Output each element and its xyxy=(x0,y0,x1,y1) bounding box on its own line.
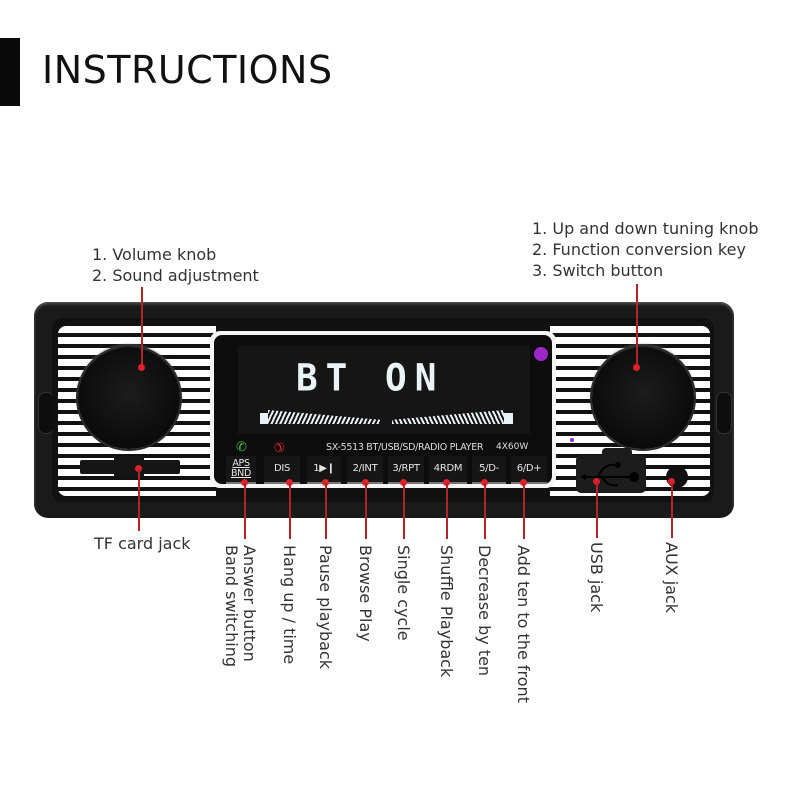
marker-rpt xyxy=(400,479,407,486)
title-accent-bar xyxy=(0,38,20,106)
annotation-d-minus: Decrease by ten xyxy=(475,545,494,677)
d-plus-button[interactable]: 6/D+ xyxy=(511,456,547,484)
right-knob-callout: 1. Up and down tuning knob 2. Function c… xyxy=(532,218,758,281)
annotation-rdm: Shuffle Playback xyxy=(437,545,456,678)
callout-line-function: 2. Function conversion key xyxy=(532,240,746,259)
leader-aux xyxy=(671,482,673,538)
leader-dis xyxy=(289,483,291,539)
marker-aps-bnd xyxy=(241,479,248,486)
marker-tuning-knob xyxy=(633,364,640,371)
marker-aux xyxy=(668,478,675,485)
aps-label: APS xyxy=(232,458,250,469)
d-minus-button[interactable]: 5/D- xyxy=(472,456,506,484)
volume-knob[interactable] xyxy=(78,347,180,449)
tf-card-slot-notch xyxy=(114,456,144,478)
model-label: SX-5513 BT/USB/SD/RADIO PLAYER xyxy=(326,442,484,453)
marker-dis xyxy=(286,479,293,486)
ir-sensor-led xyxy=(534,347,548,361)
leader-volume-knob xyxy=(141,287,143,367)
marker-int xyxy=(362,479,369,486)
leader-tuning-knob xyxy=(636,284,638,367)
marker-usb xyxy=(593,478,600,485)
annotation-pause: Pause playback xyxy=(316,545,335,670)
leader-int xyxy=(365,483,367,539)
leader-d-minus xyxy=(484,483,486,539)
page-title: INSTRUCTIONS xyxy=(42,48,333,92)
answer-phone-icon: ✆ xyxy=(236,440,247,455)
marker-pause xyxy=(322,479,329,486)
eq-bar-cap-left xyxy=(260,413,269,424)
annotation-int: Browse Play xyxy=(356,545,375,642)
marker-volume-knob xyxy=(138,364,145,371)
leader-usb xyxy=(596,482,598,538)
usb-jack-label: USB jack xyxy=(587,542,606,613)
aux-jack-label: AUX jack xyxy=(662,542,681,614)
annotation-d-plus: Add ten to the front xyxy=(514,545,533,703)
callout-line-tuning: 1. Up and down tuning knob xyxy=(532,219,759,238)
callout-line-sound: 2. Sound adjustment xyxy=(92,266,259,285)
callout-line-switch: 3. Switch button xyxy=(532,261,664,280)
annotation-rpt: Single cycle xyxy=(394,545,413,641)
marker-d-minus xyxy=(481,479,488,486)
left-knob-callout: 1. Volume knob 2. Sound adjustment xyxy=(92,244,259,286)
leader-rpt xyxy=(403,483,405,539)
mic-indicator xyxy=(570,438,574,442)
bnd-label: BND xyxy=(230,468,252,479)
callout-line-volume: 1. Volume knob xyxy=(92,245,217,264)
annotation-answer-button: Answer button xyxy=(240,545,259,662)
leader-tf xyxy=(138,469,140,531)
annotation-band-switching: Band switching xyxy=(222,545,241,667)
usb-port[interactable] xyxy=(576,455,646,493)
tuning-knob[interactable] xyxy=(592,347,694,449)
leader-pause xyxy=(325,483,327,539)
eq-bar-cap-right xyxy=(504,413,513,424)
dis-button[interactable]: DIS xyxy=(264,456,300,484)
marker-d-plus xyxy=(520,479,527,486)
annotation-aps-bnd: Answer button Band switching xyxy=(218,545,259,667)
right-release-tab xyxy=(716,392,732,434)
power-label: 4X60W xyxy=(496,442,529,452)
usb-icon xyxy=(580,462,639,487)
marker-tf xyxy=(135,465,142,472)
leader-d-plus xyxy=(523,483,525,539)
lcd-text: BT ON xyxy=(296,356,445,401)
leader-rdm xyxy=(446,483,448,539)
tf-card-jack-label: TF card jack xyxy=(94,534,191,553)
leader-aps-bnd xyxy=(244,483,246,539)
marker-rdm xyxy=(443,479,450,486)
annotation-dis: Hang up / time xyxy=(280,545,299,665)
